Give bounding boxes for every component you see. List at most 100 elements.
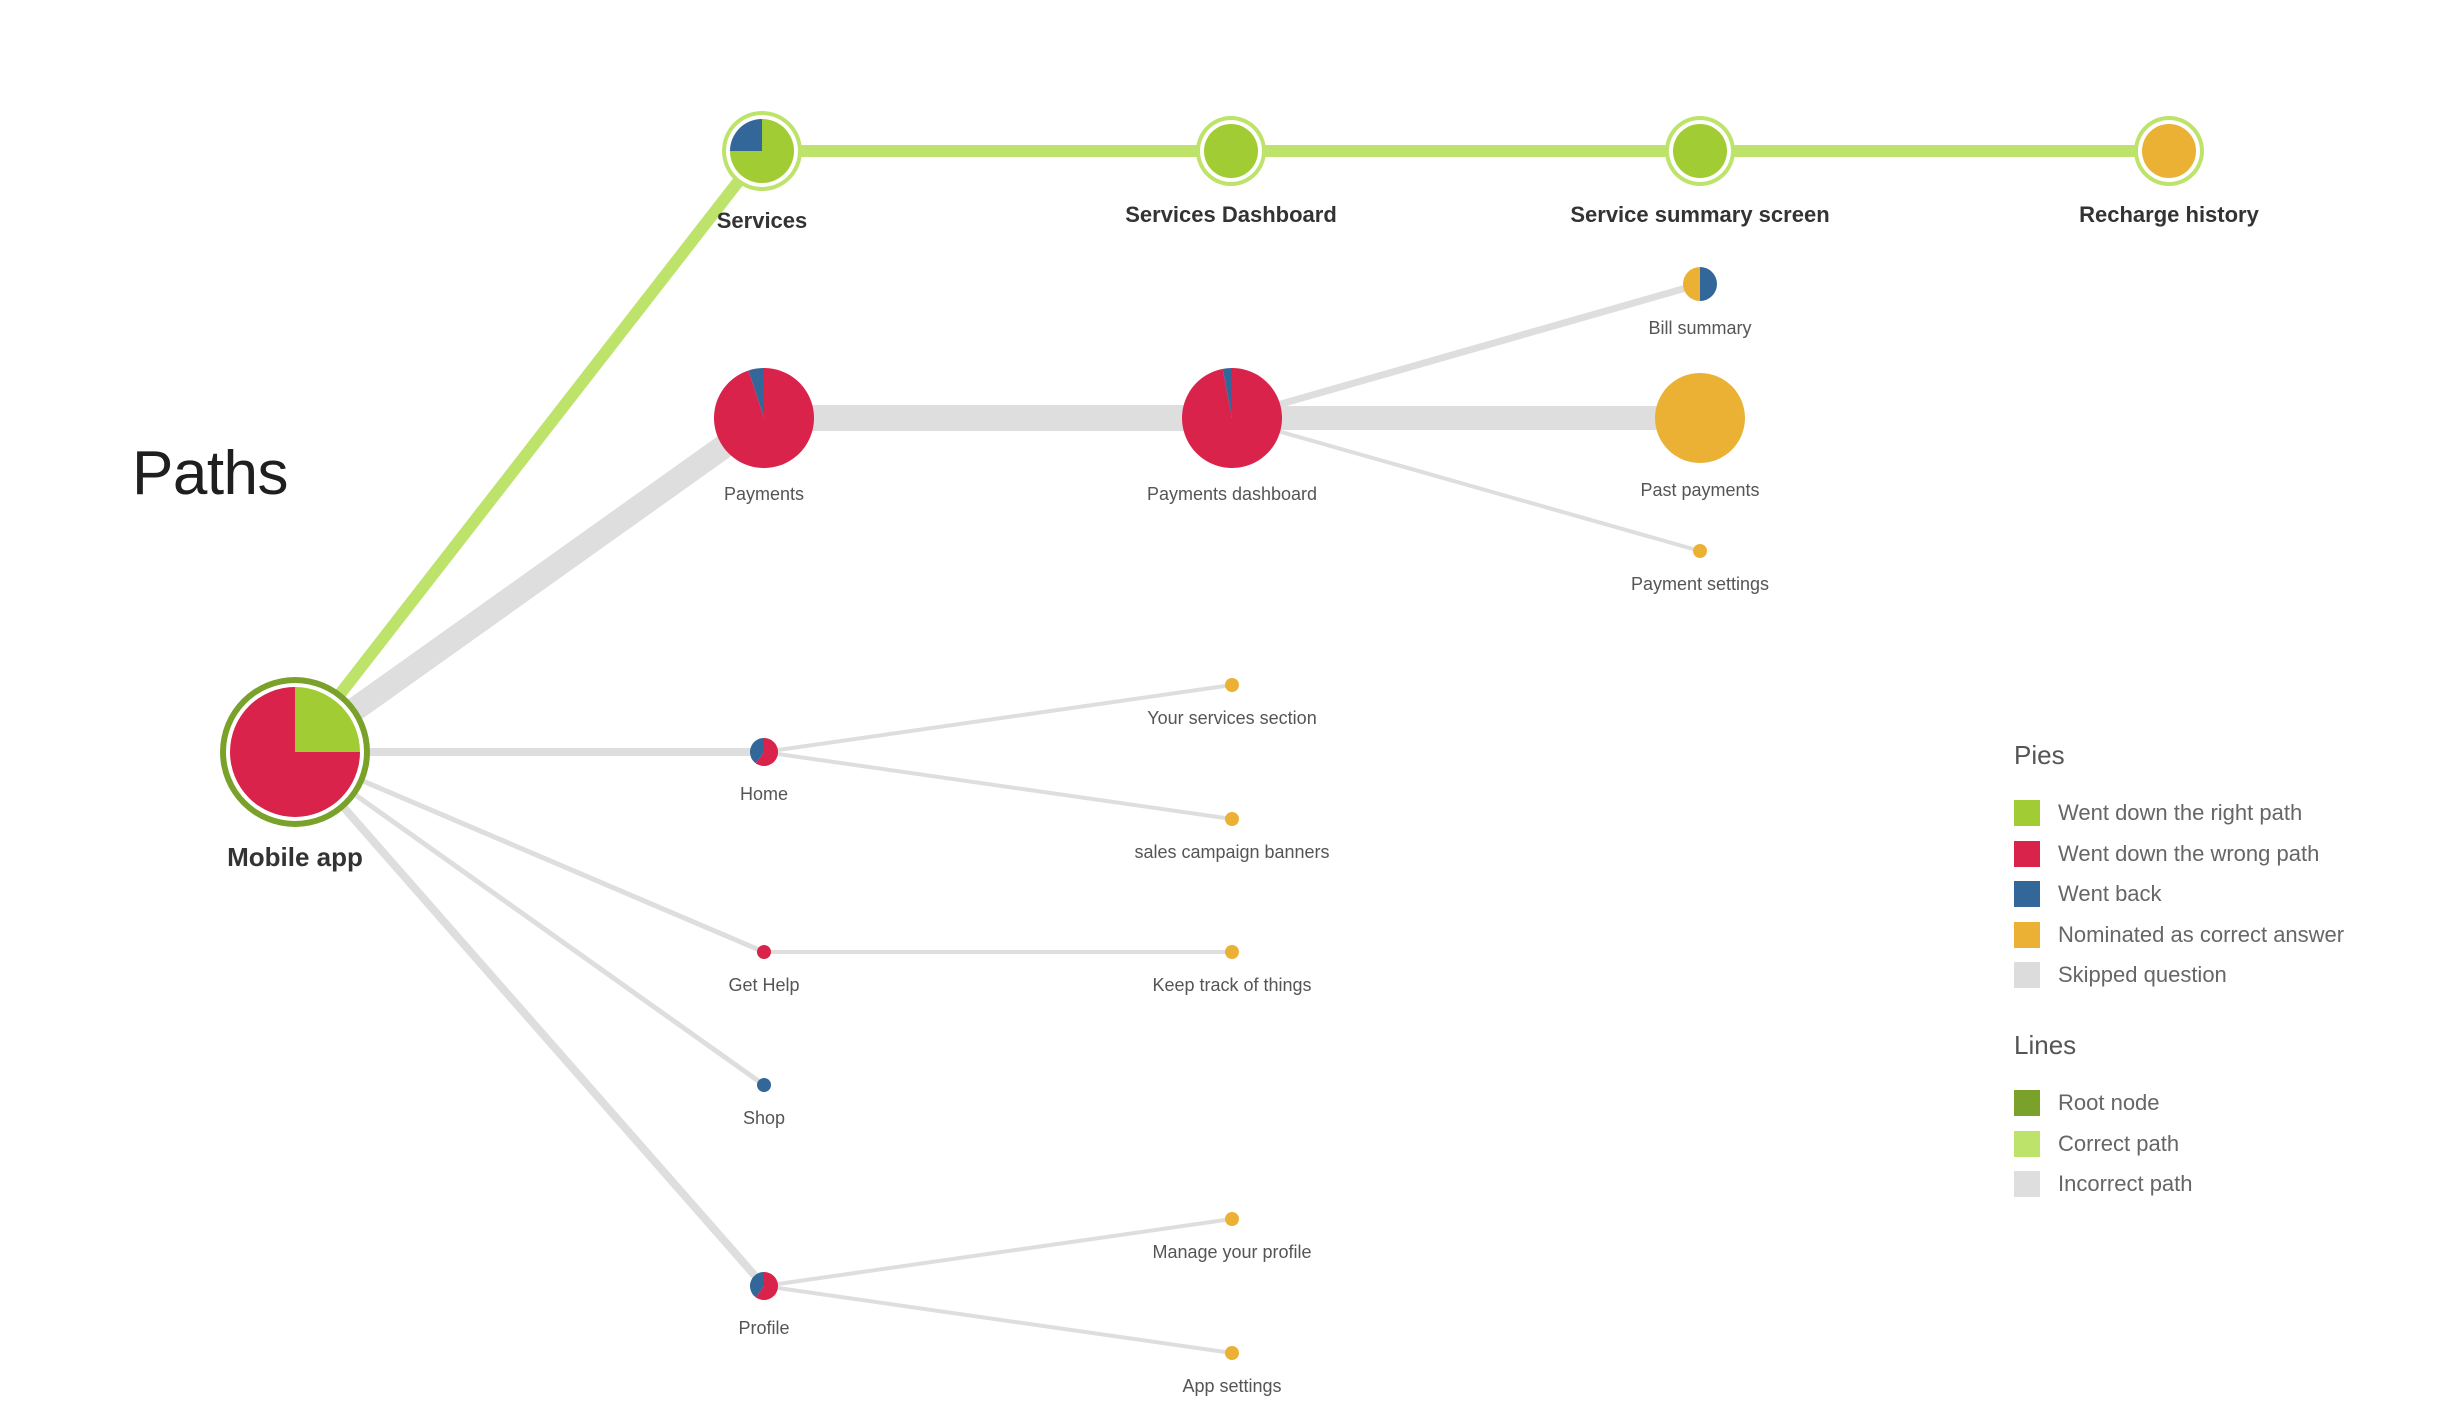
node-keep-track-of-things[interactable]: Keep track of things <box>1152 945 1312 995</box>
edges-layer <box>288 145 2169 1355</box>
legend-lines-title: Lines <box>2014 1030 2077 1060</box>
pie-slice-back <box>757 1078 771 1092</box>
node-mobile-app[interactable]: Mobile app <box>220 677 370 872</box>
node-shop[interactable]: Shop <box>743 1078 785 1128</box>
legend-lines: Lines Root node Correct path Incorrect p… <box>2014 1030 2193 1205</box>
node-label: Payment settings <box>1631 574 1769 594</box>
node-label: Services Dashboard <box>1125 202 1337 227</box>
node-label: Payments <box>724 484 804 504</box>
node-label: Services <box>717 208 808 233</box>
pie-slice-back <box>750 1272 764 1298</box>
legend-swatch <box>2014 800 2040 827</box>
legend-label: Root node <box>2058 1090 2160 1116</box>
node-label: Manage your profile <box>1152 1242 1311 1262</box>
node-bill-summary[interactable]: Bill summary <box>1648 267 1752 338</box>
pie-slice-right <box>295 687 360 752</box>
page-title: Paths <box>132 439 289 508</box>
legend-item: Correct path <box>2014 1124 2193 1165</box>
pie-slice-nominated <box>1225 812 1239 826</box>
legend-item: Nominated as correct answer <box>2014 915 2344 956</box>
legend-swatch <box>2014 962 2040 989</box>
node-label: Shop <box>743 1108 785 1128</box>
node-label: Bill summary <box>1648 318 1751 338</box>
edge-mobile-app-to-profile <box>291 749 768 1289</box>
legend-item: Went down the right path <box>2014 793 2344 834</box>
pie-slice-back <box>1222 368 1232 418</box>
legend-item: Went down the wrong path <box>2014 834 2344 875</box>
pie-slice-wrong <box>713 368 814 468</box>
legend-label: Went down the wrong path <box>2058 840 2320 866</box>
node-your-services-section[interactable]: Your services section <box>1147 678 1317 728</box>
pie-slice-nominated <box>1225 1346 1239 1360</box>
edge-home-to-sales-campaign-banners <box>763 750 1233 821</box>
legend-item: Incorrect path <box>2014 1164 2193 1205</box>
node-services[interactable]: Services <box>717 111 808 233</box>
node-get-help[interactable]: Get Help <box>728 945 800 995</box>
edge-profile-to-manage-your-profile <box>763 1217 1233 1288</box>
node-label: Recharge history <box>2079 202 2259 227</box>
node-service-summary-screen[interactable]: Service summary screen <box>1570 116 1830 227</box>
edge-mobile-app-to-services <box>290 147 767 756</box>
pie-slice-nominated <box>1655 373 1745 463</box>
pie-slice-wrong <box>1182 368 1283 468</box>
node-label: Service summary screen <box>1570 202 1829 227</box>
node-payment-settings[interactable]: Payment settings <box>1631 544 1769 594</box>
node-label: Keep track of things <box>1152 975 1311 995</box>
legend-label: Nominated as correct answer <box>2058 921 2345 947</box>
node-label: Past payments <box>1640 480 1759 500</box>
node-label: Home <box>740 784 788 804</box>
pie-slice-wrong <box>755 738 778 767</box>
pie-slice-wrong <box>755 1272 778 1301</box>
pie-slice-nominated <box>1225 678 1239 692</box>
legend-item: Root node <box>2014 1083 2193 1124</box>
legend-swatch <box>2014 840 2040 867</box>
node-services-dashboard[interactable]: Services Dashboard <box>1125 116 1337 227</box>
pie-slice-back <box>1700 267 1717 301</box>
pie-slice-nominated <box>2142 124 2196 178</box>
node-label: Get Help <box>728 975 799 995</box>
legend-label: Skipped question <box>2058 962 2227 988</box>
node-payments-dashboard[interactable]: Payments dashboard <box>1147 368 1317 504</box>
node-past-payments[interactable]: Past payments <box>1640 373 1760 500</box>
node-recharge-history[interactable]: Recharge history <box>2079 116 2260 227</box>
pie-slice-back <box>730 119 762 151</box>
legend-pies: Pies Went down the right path Went down … <box>2014 740 2344 996</box>
edge-mobile-app-to-payments <box>288 408 771 762</box>
nodes-layer: Mobile app Services Services Dashboard Serv… <box>220 111 2260 1396</box>
pie-slice-back <box>750 738 764 764</box>
legend-swatch <box>2014 1090 2040 1117</box>
pie-slice-nominated <box>1683 267 1700 301</box>
node-manage-your-profile[interactable]: Manage your profile <box>1152 1212 1312 1262</box>
node-label: App settings <box>1182 1376 1281 1396</box>
legend-label: Correct path <box>2058 1130 2180 1156</box>
node-app-settings[interactable]: App settings <box>1182 1346 1282 1396</box>
node-sales-campaign-banners[interactable]: sales campaign banners <box>1134 812 1330 862</box>
legend-swatch <box>2014 921 2040 948</box>
edge-mobile-app-to-get-help <box>294 749 765 955</box>
node-label: Mobile app <box>227 842 363 872</box>
edge-payments-dashboard-to-bill-summary <box>1231 280 1701 422</box>
edge-profile-to-app-settings <box>763 1284 1233 1355</box>
legend-label: Went down the right path <box>2058 800 2303 826</box>
node-payments[interactable]: Payments <box>713 368 814 504</box>
node-profile[interactable]: Profile <box>738 1272 790 1338</box>
edge-home-to-your-services-section <box>763 683 1233 754</box>
pie-slice-wrong <box>757 945 771 959</box>
legend-label: Incorrect path <box>2058 1171 2193 1197</box>
legend-swatch <box>2014 1171 2040 1198</box>
legend-pies-title: Pies <box>2014 740 2065 770</box>
node-label: sales campaign banners <box>1134 842 1329 862</box>
node-label: Your services section <box>1147 708 1316 728</box>
legend-swatch <box>2014 881 2040 908</box>
node-label: Profile <box>738 1318 789 1338</box>
pie-slice-back <box>748 368 764 418</box>
pie-slice-wrong <box>230 687 360 817</box>
pie-slice-nominated <box>1225 1212 1239 1226</box>
legend-swatch <box>2014 1130 2040 1157</box>
node-label: Payments dashboard <box>1147 484 1317 504</box>
legend-label: Went back <box>2058 881 2162 907</box>
legend-item: Went back <box>2014 874 2344 915</box>
legend-item: Skipped question <box>2014 955 2344 996</box>
node-home[interactable]: Home <box>740 738 788 804</box>
